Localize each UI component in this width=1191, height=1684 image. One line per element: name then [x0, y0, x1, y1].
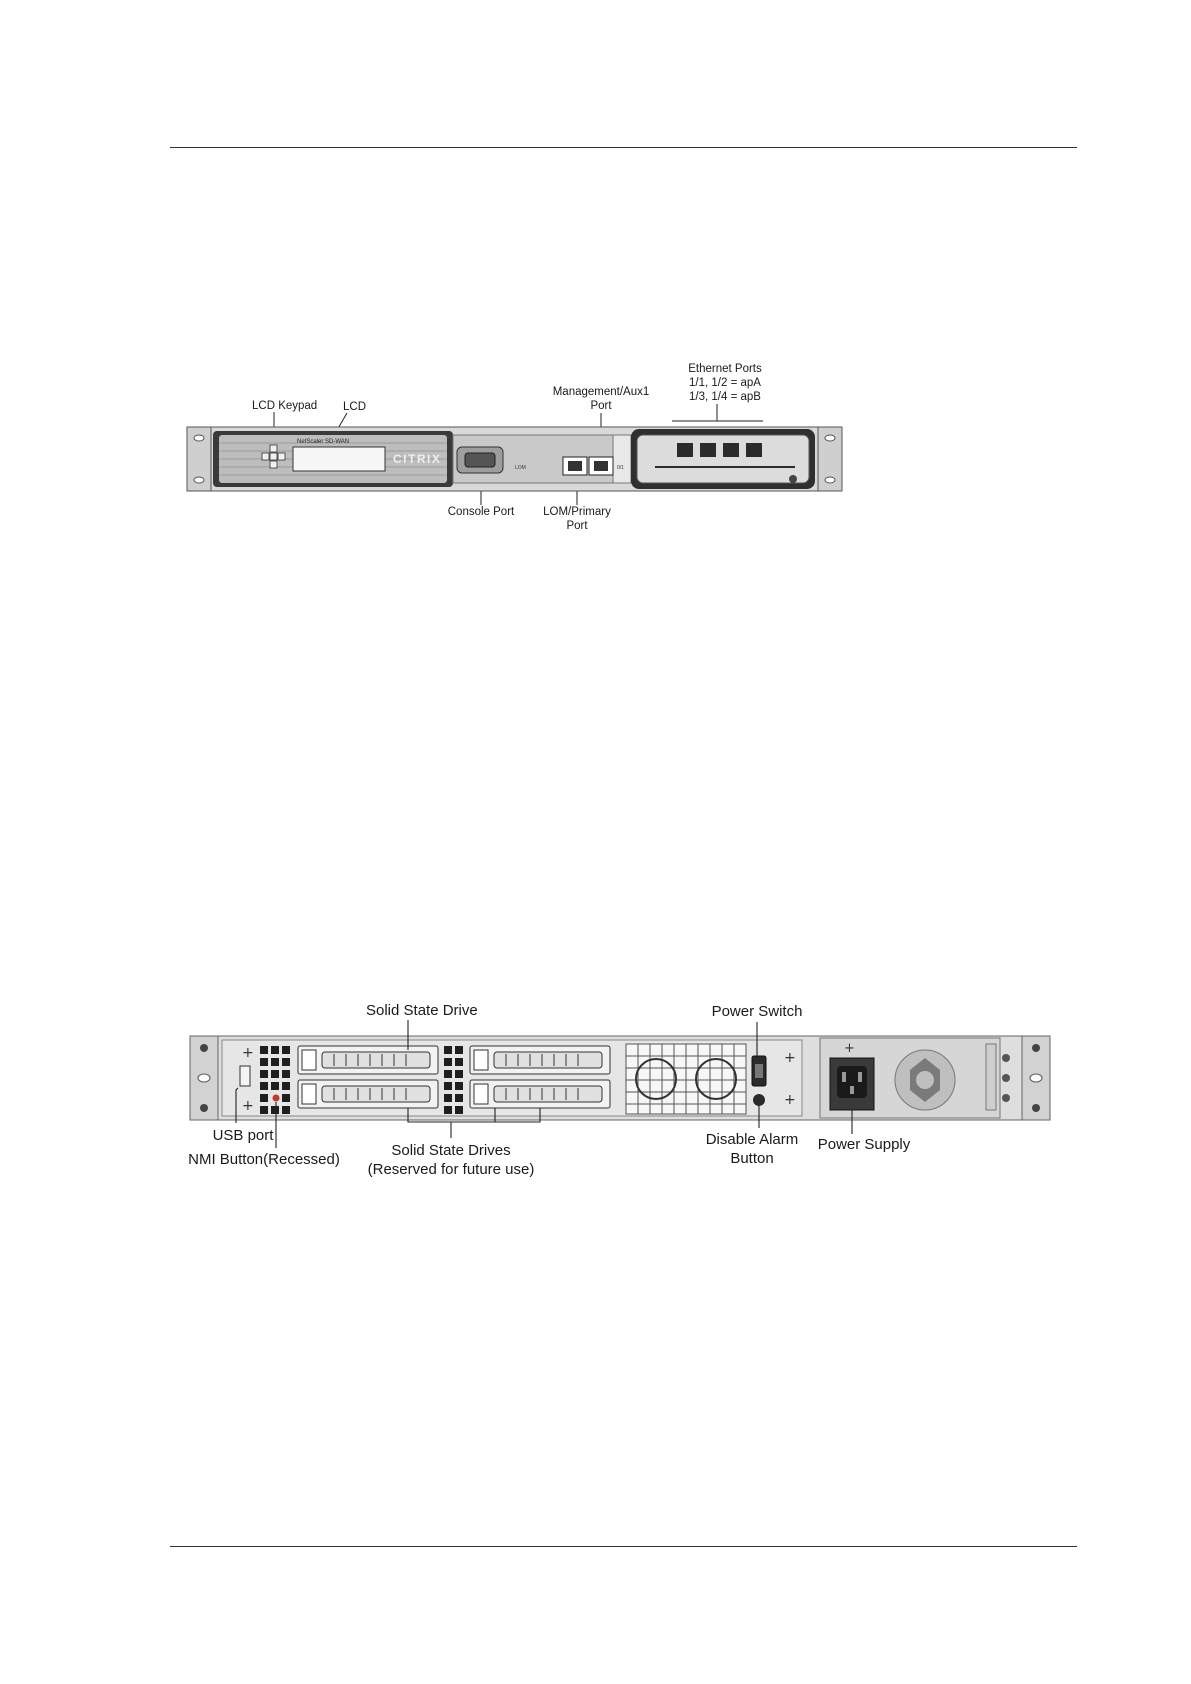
front-panel-diagram: LCD Keypad LCD Management/Aux1 Port Ethe…	[185, 355, 905, 555]
ssd-bay-top-left	[298, 1046, 438, 1074]
label-power-supply: Power Supply	[818, 1136, 911, 1153]
rear-panel-figure: Solid State Drive Power Switch USB port …	[180, 1000, 1060, 1200]
label-disable-alarm-line1: Disable Alarm	[706, 1131, 799, 1148]
svg-text:+: +	[242, 1098, 254, 1114]
ssd-bay-bottom-right	[470, 1080, 610, 1108]
label-management-line2: Port	[590, 400, 612, 412]
label-lcd: LCD	[343, 401, 366, 413]
label-ethernet-line2: 1/1, 1/2 = apA	[689, 377, 761, 389]
label-ethernet-line1: Ethernet Ports	[688, 363, 762, 375]
disable-alarm-button	[753, 1094, 765, 1106]
label-lcd-keypad: LCD Keypad	[252, 400, 317, 412]
label-solid-state-drive: Solid State Drive	[366, 1002, 478, 1019]
footer-rule	[170, 1546, 1077, 1547]
label-lom-line1: LOM/Primary	[543, 506, 611, 518]
ssd-bay-top-right	[470, 1046, 610, 1074]
svg-text:+: +	[784, 1050, 796, 1066]
label-power-switch: Power Switch	[712, 1003, 803, 1020]
label-nmi-button: NMI Button(Recessed)	[188, 1151, 340, 1168]
label-ethernet-line3: 1/3, 1/4 = apB	[689, 391, 761, 403]
label-management-line1: Management/Aux1	[553, 386, 650, 398]
label-lom-line2: Port	[566, 520, 588, 532]
usb-port	[240, 1066, 250, 1086]
management-aux1-port	[589, 457, 613, 475]
front-panel-figure: LCD Keypad LCD Management/Aux1 Port Ethe…	[185, 355, 905, 555]
lom-primary-port	[563, 457, 587, 475]
header-rule	[170, 147, 1077, 148]
lcd-screen	[293, 447, 385, 471]
rear-panel-diagram: Solid State Drive Power Switch USB port …	[180, 1000, 1060, 1200]
svg-text:+: +	[784, 1092, 796, 1108]
console-port	[457, 447, 503, 473]
label-usb-port: USB port	[213, 1127, 275, 1144]
svg-text:+: +	[844, 1041, 855, 1056]
label-ssd-line1: Solid State Drives	[391, 1142, 510, 1159]
svg-text:+: +	[242, 1045, 254, 1061]
label-disable-alarm-line2: Button	[730, 1150, 773, 1167]
mgmt-tag: 0/1	[617, 465, 624, 471]
device-model-text: NetScaler SD-WAN	[297, 439, 349, 445]
ssd-bay-bottom-left	[298, 1080, 438, 1108]
label-console-port: Console Port	[448, 506, 515, 518]
label-ssd-line2: (Reserved for future use)	[368, 1161, 535, 1178]
fan-grille	[626, 1044, 746, 1114]
lom-tag: LOM	[515, 465, 526, 471]
nmi-button	[273, 1095, 280, 1102]
citrix-logo-text: CITRIX	[393, 452, 441, 466]
